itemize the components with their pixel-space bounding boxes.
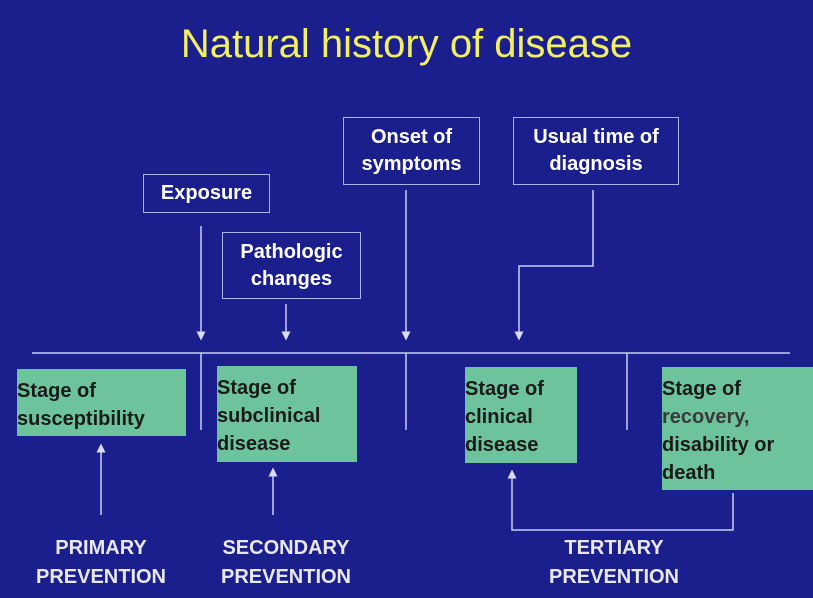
pathologic-changes-box: Pathologic changes — [222, 232, 361, 299]
label-line: Stage of — [662, 377, 741, 400]
label-line: PREVENTION — [35, 566, 167, 588]
diagnosis-arrow — [514, 190, 594, 341]
label-line: symptoms — [361, 153, 462, 175]
label-line: SECONDARY — [222, 537, 350, 559]
label-line: disability or — [662, 433, 775, 456]
label-line: disease — [465, 434, 539, 456]
onset-of-symptoms-box: Onset of symptoms — [343, 117, 480, 185]
label-line: diagnosis — [549, 153, 643, 175]
exposure-box: Exposure — [143, 174, 270, 213]
label-line: Usual time of — [533, 126, 659, 148]
label-line: recovery, — [662, 405, 750, 428]
exposure-label: Exposure — [160, 182, 253, 204]
diagnosis-box: Usual time of diagnosis — [513, 117, 679, 185]
label-line: PREVENTION — [220, 566, 352, 588]
label-line: subclinical — [217, 405, 321, 427]
label-line: TERTIARY — [564, 537, 664, 559]
stage-susceptibility: Stage of susceptibility — [17, 369, 186, 436]
label-line: PRIMARY — [55, 537, 147, 559]
tertiary-prevention: TERTIARY PREVENTION — [514, 534, 714, 592]
label-line: Pathologic — [240, 240, 343, 263]
label-line: susceptibility — [17, 407, 145, 430]
label-line: death — [662, 461, 716, 484]
secondary-prevention: SECONDARY PREVENTION — [186, 534, 386, 592]
label-line: clinical — [465, 406, 533, 428]
label-line: Stage of — [217, 377, 296, 399]
label-line: Stage of — [465, 378, 544, 400]
stage-recovery: Stage of recovery, disability or death — [662, 367, 813, 490]
label-line: Stage of — [17, 379, 96, 402]
slide-title: Natural history of disease — [180, 22, 633, 66]
label-line: Onset of — [370, 126, 453, 148]
label-line: changes — [250, 267, 333, 290]
stage-clinical: Stage of clinical disease — [465, 367, 577, 463]
label-line: PREVENTION — [548, 566, 680, 588]
primary-prevention: PRIMARY PREVENTION — [1, 534, 201, 592]
label-line: disease — [217, 433, 291, 455]
stage-subclinical: Stage of subclinical disease — [217, 366, 357, 462]
tertiary-bracket — [507, 469, 734, 531]
